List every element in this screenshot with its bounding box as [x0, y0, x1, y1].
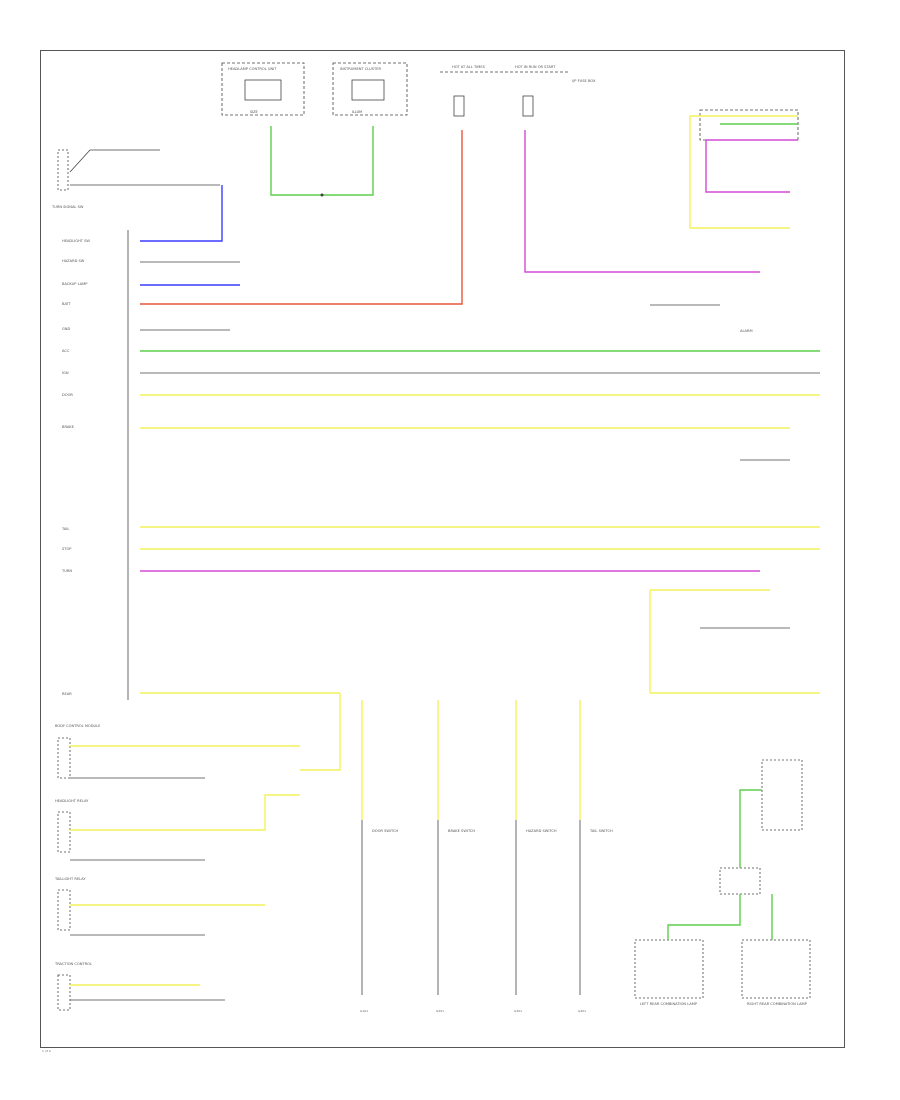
signal-label: GND: [62, 327, 70, 331]
signal-label: BACKUP LAMP: [62, 282, 88, 286]
signal-label: TURN: [61, 569, 72, 573]
module-label: TRACTION CONTROL: [54, 962, 92, 966]
ground-label: G401: [578, 1009, 586, 1013]
right-component: ALARM: [740, 329, 753, 333]
signal-label: HEADLIGHT SW: [62, 239, 90, 243]
fuse-label: HOT AT ALL TIMES: [452, 65, 486, 69]
ground-label: G201: [436, 1009, 444, 1013]
wire-yellow-right-top: [689, 115, 798, 229]
fuse-label: HOT IN RUN OR START: [515, 65, 556, 69]
bottom-switch-label: BRAKE SWITCH: [448, 829, 475, 833]
signal-label: REAR: [62, 692, 72, 696]
signal-label: TAIL: [61, 527, 69, 531]
bottom-switches: DOOR SWITCH BRAKE SWITCH HAZARD SWITCH T…: [360, 700, 613, 1013]
module-label: HEADLIGHT RELAY: [55, 799, 89, 803]
signal-label: BATT: [62, 302, 72, 306]
ground-label: G101: [360, 1009, 368, 1013]
bottom-left-modules: BODY CONTROL MODULE HEADLIGHT RELAY TAIL…: [54, 693, 341, 1011]
signal-label: DOOR: [62, 393, 73, 397]
signal-label: ACC: [62, 349, 70, 353]
wire-blue-turn: [140, 185, 223, 242]
signal-label: IGN: [62, 371, 69, 375]
signal-label: HAZARD SW: [62, 259, 85, 263]
switch-label: TURN SIGNAL SW: [51, 205, 84, 209]
lamp-label: RIGHT REAR COMBINATION LAMP: [747, 1002, 808, 1006]
signal-label: STOP: [62, 547, 72, 551]
module-pin: SIZE: [250, 110, 258, 114]
bottom-switch-label: DOOR SWITCH: [372, 829, 398, 833]
wire-magenta-ign: [524, 130, 760, 273]
diagram-frame: [40, 50, 845, 1048]
signal-label: BRAKE: [62, 425, 75, 429]
turn-signal-switch: TURN SIGNAL SW: [51, 149, 220, 209]
wire-red-battery: [140, 130, 463, 305]
module-pin: ILLUM: [352, 110, 362, 114]
wire-magenta-right-top: [705, 139, 798, 193]
module-label: TAILLIGHT RELAY: [54, 877, 86, 881]
bottom-switch-label: HAZARD SWITCH: [526, 829, 557, 833]
wire-green-top-left: [270, 126, 374, 196]
page-number: 1 of 4: [42, 1049, 51, 1053]
module-label: BODY CONTROL MODULE: [55, 724, 101, 728]
top-module-cluster: INSTRUMENT CLUSTER ILLUM: [332, 62, 408, 116]
bottom-switch-label: TAIL SWITCH: [589, 829, 613, 833]
fuse-label: I/P FUSE BOX: [572, 79, 596, 83]
bottom-right-lamps: LEFT REAR COMBINATION LAMP RIGHT REAR CO…: [634, 759, 811, 1006]
module-name: INSTRUMENT CLUSTER: [340, 67, 381, 71]
lamp-label: LEFT REAR COMBINATION LAMP: [640, 1002, 698, 1006]
ground-label: G301: [514, 1009, 522, 1013]
module-name: HEADLAMP CONTROL UNIT: [228, 67, 277, 71]
left-signal-stack: HEADLIGHT SW HAZARD SW BACKUP LAMP BATT …: [61, 230, 129, 700]
top-module-headlamp: HEADLAMP CONTROL UNIT SIZE: [221, 62, 305, 116]
